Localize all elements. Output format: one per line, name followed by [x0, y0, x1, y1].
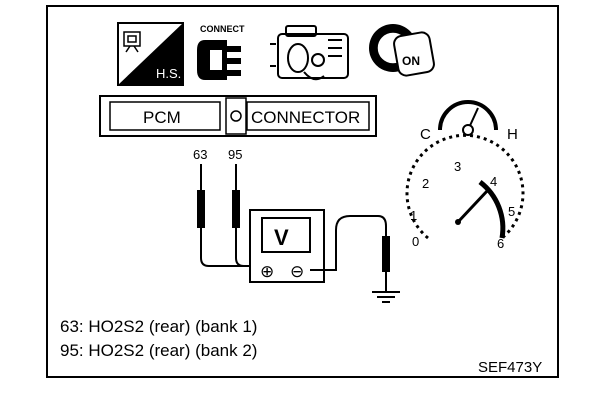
tachometer: 0 1 2 3 4 5 6 [405, 133, 525, 251]
legend-line-95: 95: HO2S2 (rear) (bank 2) [60, 341, 257, 360]
voltmeter-plus-terminal: ⊕ [260, 262, 274, 281]
voltmeter-display: V [274, 225, 289, 250]
probe-95 [232, 164, 262, 267]
ground-symbol-icon [372, 291, 400, 303]
legend-line-63: 63: HO2S2 (rear) (bank 1) [60, 317, 257, 336]
ground-lead [310, 215, 390, 292]
tach-tick-2: 2 [422, 176, 429, 191]
diagram-frame [46, 5, 559, 378]
connect-icon: CONNECT [197, 24, 245, 80]
connector-left-label: PCM [143, 108, 181, 127]
tach-tick-1: 1 [410, 208, 417, 223]
connector-right-label: CONNECTOR [251, 108, 360, 127]
tach-tick-6: 6 [497, 236, 504, 251]
pcm-connector: PCM CONNECTOR [99, 95, 377, 137]
temperature-gauge: C H [420, 100, 518, 143]
ignition-key-icon: ON [369, 24, 435, 77]
tach-tick-0: 0 [412, 234, 419, 249]
hs-icon: H.S. [117, 22, 184, 86]
ignition-on-label: ON [402, 54, 420, 68]
probe-63-label: 63 [193, 147, 207, 162]
voltmeter-minus-terminal: ⊖ [290, 262, 304, 281]
temp-cold-label: C [420, 126, 431, 143]
tach-tick-4: 4 [490, 174, 497, 189]
tach-tick-3: 3 [454, 159, 461, 174]
probe-95-label: 95 [228, 147, 242, 162]
connect-label: CONNECT [200, 24, 245, 34]
temp-hot-label: H [507, 126, 518, 143]
probe-63 [197, 164, 262, 267]
hs-label: H.S. [156, 66, 181, 81]
voltmeter: V ⊕ ⊖ [249, 209, 325, 283]
figure-code: SEF473Y [478, 359, 542, 376]
engine-icon [270, 25, 349, 81]
tach-tick-5: 5 [508, 204, 515, 219]
